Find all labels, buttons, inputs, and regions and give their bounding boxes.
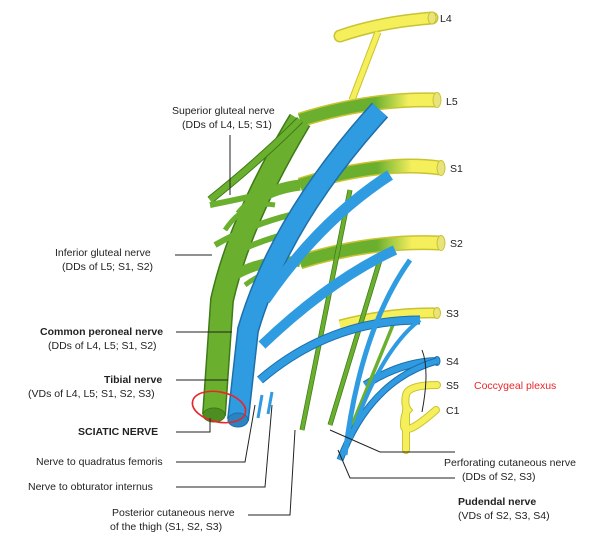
label-pudendal-title: Pudendal nerve <box>458 496 536 508</box>
sciatic-highlight-ellipse <box>191 390 247 424</box>
label-l5: L5 <box>446 96 458 108</box>
label-inferior-gluteal-title: Inferior gluteal nerve <box>55 247 151 259</box>
label-common-peroneal-sub: (DDs of L4, L5; S1, S2) <box>48 340 157 352</box>
coccygeal-plexus-tree <box>399 381 441 454</box>
label-s4: S4 <box>446 356 459 368</box>
label-s3: S3 <box>446 308 459 320</box>
leader-lines <box>175 135 455 516</box>
label-superior-gluteal-sub: (DDs of L4, L5; S1) <box>182 119 272 131</box>
root-s2 <box>297 235 446 270</box>
label-s1: S1 <box>450 163 463 175</box>
tibial-trunk <box>227 102 438 462</box>
root-s3 <box>338 307 441 331</box>
label-c1: C1 <box>446 405 460 417</box>
label-posterior-cutaneous-2: of the thigh (S1, S2, S3) <box>110 521 222 533</box>
label-tibial-title: Tibial nerve <box>104 374 162 386</box>
label-inferior-gluteal-sub: (DDs of L5; S1, S2) <box>62 261 153 273</box>
common-peroneal-trunk <box>202 113 397 431</box>
label-obturator: Nerve to obturator internus <box>28 481 153 493</box>
root-l5 <box>297 92 442 128</box>
label-superior-gluteal-title: Superior gluteal nerve <box>172 105 275 117</box>
label-perforating-title: Perforating cutaneous nerve <box>444 457 576 469</box>
root-l4-trunk <box>333 11 439 102</box>
label-posterior-cutaneous-1: Posterior cutaneous nerve <box>112 507 235 519</box>
label-common-peroneal-title: Common peroneal nerve <box>40 326 163 338</box>
label-l4: L4 <box>440 13 452 25</box>
label-pudendal-sub: (VDs of S2, S3, S4) <box>458 510 550 522</box>
label-perforating-sub: (DDs of S2, S3) <box>462 471 536 483</box>
label-quadratus: Nerve to quadratus femoris <box>36 456 163 468</box>
label-s5: S5 <box>446 380 459 392</box>
label-s2: S2 <box>450 238 463 250</box>
label-coccygeal-plexus: Coccygeal plexus <box>474 380 556 392</box>
label-tibial-sub: (VDs of L4, L5; S1, S2, S3) <box>28 388 155 400</box>
label-sciatic: SCIATIC NERVE <box>78 426 158 438</box>
